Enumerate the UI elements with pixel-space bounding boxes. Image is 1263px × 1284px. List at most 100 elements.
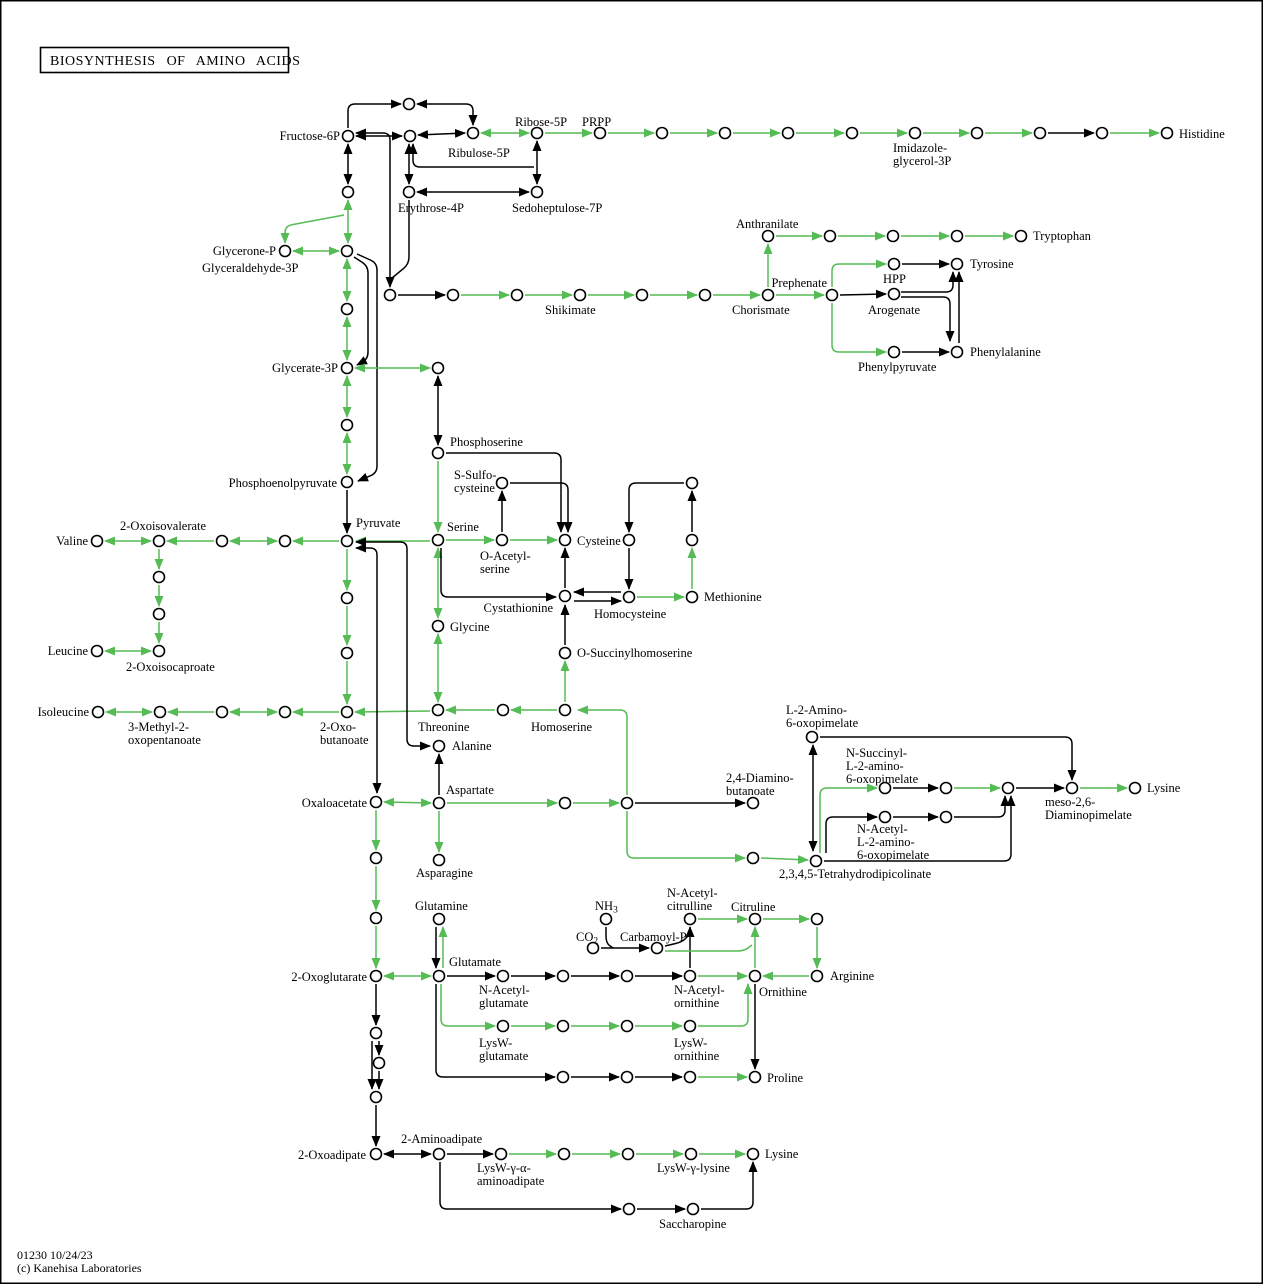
node-n-acetylglutamate[interactable] — [496, 969, 510, 983]
compound-node[interactable] — [431, 361, 445, 375]
compound-node[interactable] — [403, 129, 417, 143]
node-carbamoyl-p[interactable] — [650, 941, 664, 955]
node-2-4-diaminobutanoate[interactable] — [746, 796, 760, 810]
compound-node[interactable] — [278, 705, 292, 719]
compound-node[interactable] — [152, 607, 166, 621]
compound-node[interactable] — [496, 703, 510, 717]
compound-node[interactable] — [810, 912, 824, 926]
compound-node[interactable] — [684, 1147, 698, 1161]
node-imidazole-glycerol-3p[interactable] — [908, 126, 922, 140]
compound-node[interactable] — [685, 476, 699, 490]
compound-node[interactable] — [621, 1147, 635, 1161]
node-proline[interactable] — [748, 1070, 762, 1084]
compound-node[interactable] — [340, 591, 354, 605]
node-glycerate-3p[interactable] — [340, 361, 354, 375]
node-hpp[interactable] — [887, 257, 901, 271]
compound-node[interactable] — [556, 1070, 570, 1084]
compound-node[interactable] — [683, 1070, 697, 1084]
node-valine[interactable] — [90, 534, 104, 548]
compound-node[interactable] — [781, 126, 795, 140]
node-glutamate[interactable] — [432, 969, 446, 983]
node-arginine[interactable] — [810, 969, 824, 983]
node-phenylpyruvate[interactable] — [887, 345, 901, 359]
compound-node[interactable] — [1095, 126, 1109, 140]
compound-node[interactable] — [278, 534, 292, 548]
node-histidine[interactable] — [1160, 126, 1174, 140]
node-2-oxoisovalerate[interactable] — [152, 534, 166, 548]
node-o-succinylhomoserine[interactable] — [558, 646, 572, 660]
node-co2[interactable] — [586, 941, 600, 955]
compound-node[interactable] — [383, 288, 397, 302]
compound-node[interactable] — [556, 969, 570, 983]
compound-node[interactable] — [622, 533, 636, 547]
node-alanine[interactable] — [432, 739, 446, 753]
node-lysine-bottom[interactable] — [746, 1147, 760, 1161]
compound-node[interactable] — [556, 1019, 570, 1033]
compound-node[interactable] — [970, 126, 984, 140]
node-fructose-6p[interactable] — [341, 129, 355, 143]
compound-node[interactable] — [215, 705, 229, 719]
compound-node[interactable] — [369, 851, 383, 865]
node-prephenate[interactable] — [825, 288, 839, 302]
compound-node[interactable] — [718, 126, 732, 140]
compound-node[interactable] — [746, 851, 760, 865]
node-cysteine[interactable] — [558, 533, 572, 547]
node-aspartate[interactable] — [432, 796, 446, 810]
node-n-succinyl-l-2-amino-6-oxopimelate[interactable] — [878, 781, 892, 795]
compound-node[interactable] — [340, 418, 354, 432]
node-tetrahydrodipicolinate[interactable] — [809, 854, 823, 868]
compound-node[interactable] — [1001, 781, 1015, 795]
node-asparagine[interactable] — [432, 853, 446, 867]
compound-node[interactable] — [620, 1019, 634, 1033]
node-2-oxoadipate[interactable] — [369, 1147, 383, 1161]
compound-node[interactable] — [369, 911, 383, 925]
node-erythrose-4p[interactable] — [402, 185, 416, 199]
node-glycerone-p[interactable] — [278, 244, 292, 258]
node-methionine[interactable] — [685, 590, 699, 604]
compound-node[interactable] — [620, 969, 634, 983]
compound-node[interactable] — [620, 1070, 634, 1084]
node-l-2-amino-6-oxopimelate[interactable] — [805, 730, 819, 744]
node-tryptophan[interactable] — [1014, 229, 1028, 243]
compound-node[interactable] — [635, 288, 649, 302]
node-chorismate[interactable] — [761, 288, 775, 302]
compound-node[interactable] — [950, 229, 964, 243]
node-shikimate[interactable] — [573, 288, 587, 302]
compound-node[interactable] — [939, 810, 953, 824]
node-saccharopine[interactable] — [686, 1202, 700, 1216]
compound-node[interactable] — [558, 796, 572, 810]
node-anthranilate[interactable] — [761, 229, 775, 243]
node-sedoheptulose-7p[interactable] — [530, 185, 544, 199]
node-s-sulfocysteine[interactable] — [495, 476, 509, 490]
node-n-acetyl-l-2-amino-6-oxopimelate[interactable] — [878, 810, 892, 824]
compound-node[interactable] — [845, 126, 859, 140]
node-n-acetylcitrulline[interactable] — [683, 912, 697, 926]
compound-node[interactable] — [510, 288, 524, 302]
compound-node[interactable] — [215, 534, 229, 548]
node-phosphoenolpyruvate[interactable] — [340, 475, 354, 489]
compound-node[interactable] — [446, 288, 460, 302]
compound-node[interactable] — [622, 1202, 636, 1216]
node-lysw-ornithine[interactable] — [683, 1019, 697, 1033]
compound-node[interactable] — [340, 302, 354, 316]
compound-node[interactable] — [369, 1090, 383, 1104]
node-homocysteine[interactable] — [622, 590, 636, 604]
compound-node[interactable] — [620, 796, 634, 810]
node-serine[interactable] — [431, 533, 445, 547]
compound-node[interactable] — [939, 781, 953, 795]
node-glyceraldehyde-3p[interactable] — [340, 244, 354, 258]
node-phosphoserine[interactable] — [431, 446, 445, 460]
node-o-acetylserine[interactable] — [495, 533, 509, 547]
node-ribulose-5p[interactable] — [466, 126, 480, 140]
node-2-oxoisocaproate[interactable] — [152, 644, 166, 658]
node-glutamine[interactable] — [432, 912, 446, 926]
node-threonine[interactable] — [431, 703, 445, 717]
node-citruline[interactable] — [748, 912, 762, 926]
node-tyrosine[interactable] — [950, 257, 964, 271]
node-2-aminoadipate[interactable] — [432, 1147, 446, 1161]
compound-node[interactable] — [340, 646, 354, 660]
compound-node[interactable] — [655, 126, 669, 140]
compound-node[interactable] — [341, 185, 355, 199]
node-2-oxobutanoate[interactable] — [340, 705, 354, 719]
node-ornithine[interactable] — [748, 969, 762, 983]
